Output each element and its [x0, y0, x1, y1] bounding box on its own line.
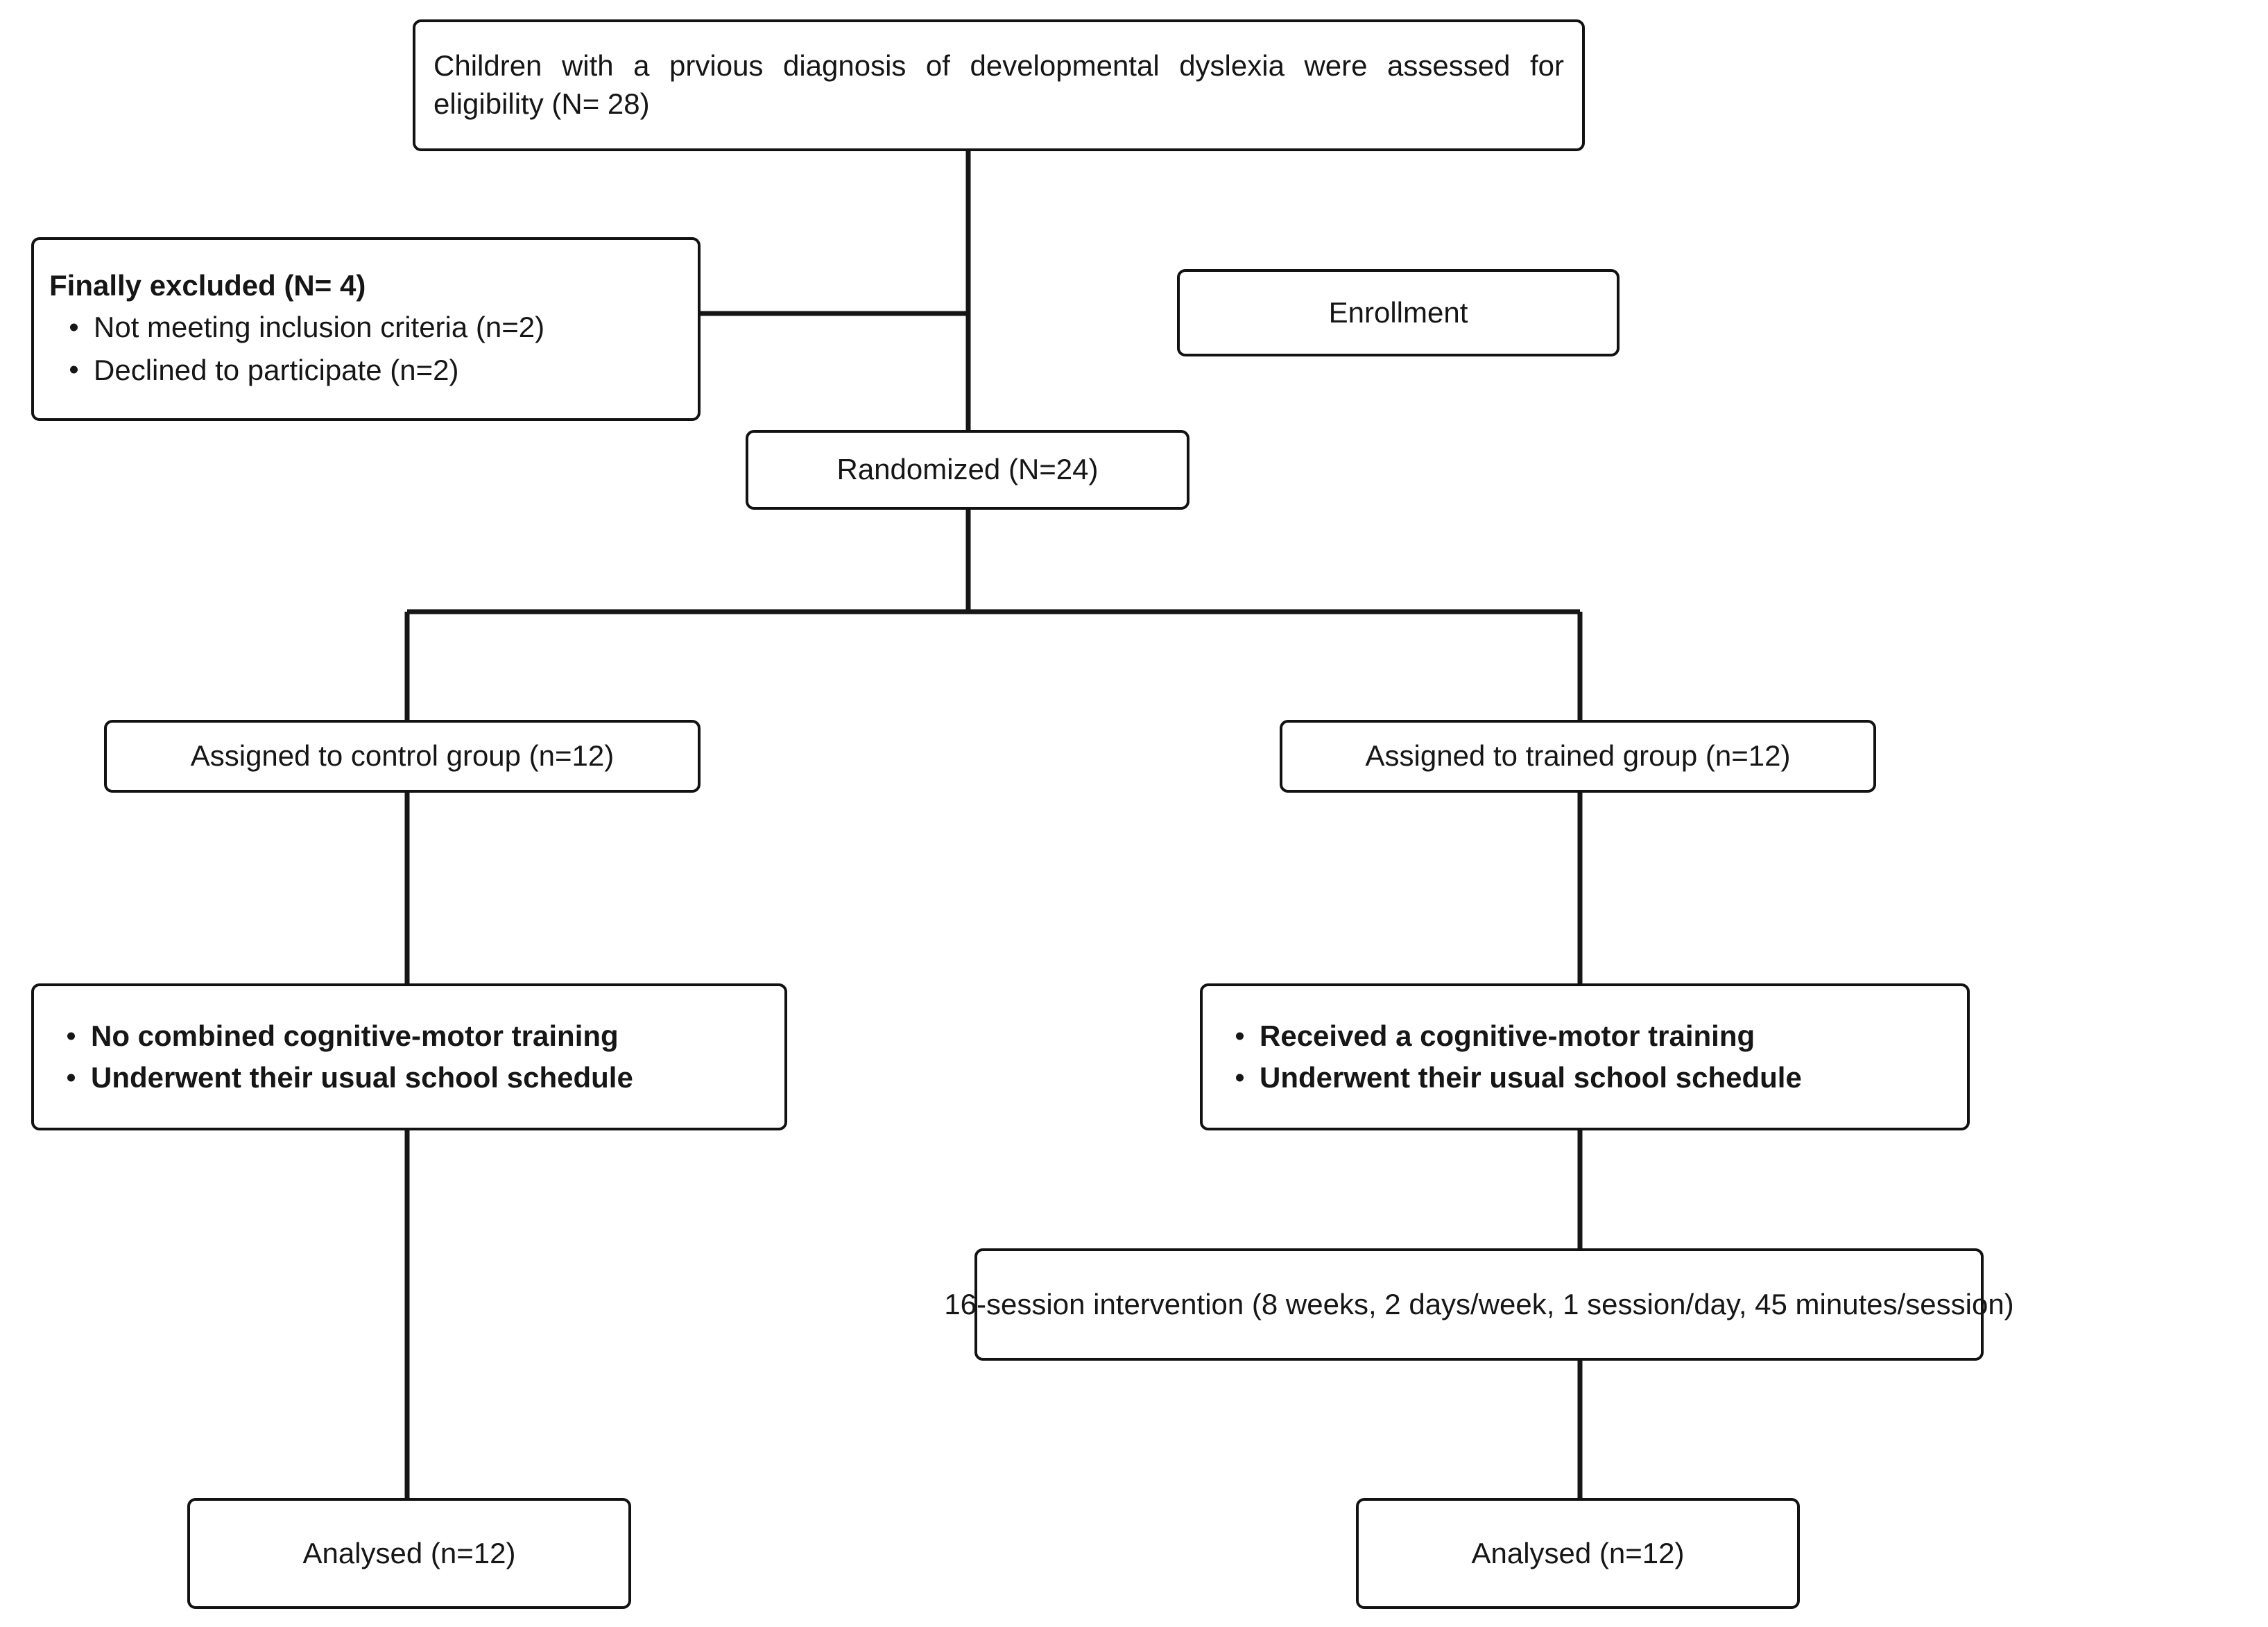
node-analysed-control-text: Analysed (n=12) — [302, 1536, 516, 1569]
list-item: No combined cognitive-motor training — [55, 1015, 771, 1057]
node-intervention-text: 16-session intervention (8 weeks, 2 days… — [944, 1287, 2014, 1320]
list-item: Not meeting inclusion criteria (n=2) — [60, 306, 698, 348]
node-assigned-trained-group: Assigned to trained group (n=12) — [1280, 720, 1876, 793]
node-assigned-trained-text: Assigned to trained group (n=12) — [1365, 739, 1791, 773]
node-enrollment-label: Enrollment — [1177, 269, 1620, 356]
excluded-reason-list: Not meeting inclusion criteria (n=2) Dec… — [34, 306, 698, 391]
control-arm-list: No combined cognitive-motor training Und… — [34, 1015, 784, 1098]
node-trained-arm-activities: Received a cognitive-motor training Unde… — [1200, 983, 1970, 1130]
node-eligibility-assessed: Children with a prvious diagnosis of dev… — [413, 19, 1585, 151]
node-analysed-trained: Analysed (n=12) — [1356, 1498, 1800, 1609]
list-item: Underwent their usual school schedule — [55, 1057, 771, 1099]
trained-arm-list: Received a cognitive-motor training Unde… — [1203, 1015, 1967, 1098]
node-randomized: Randomized (N=24) — [746, 430, 1189, 510]
node-randomized-text: Randomized (N=24) — [836, 453, 1099, 486]
list-item: Underwent their usual school schedule — [1223, 1057, 1953, 1099]
node-assigned-control-text: Assigned to control group (n=12) — [190, 739, 615, 773]
node-analysed-trained-text: Analysed (n=12) — [1471, 1536, 1685, 1569]
node-eligibility-text: Children with a prvious diagnosis of dev… — [433, 49, 1564, 120]
excluded-heading: Finally excluded (N= 4) — [49, 268, 366, 302]
list-item: Received a cognitive-motor training — [1223, 1015, 1953, 1057]
node-assigned-control-group: Assigned to control group (n=12) — [104, 720, 701, 793]
node-intervention-dosage: 16-session intervention (8 weeks, 2 days… — [944, 1248, 2014, 1361]
node-finally-excluded: Finally excluded (N= 4) Not meeting incl… — [31, 237, 701, 421]
node-analysed-control: Analysed (n=12) — [187, 1498, 631, 1609]
node-control-arm-activities: No combined cognitive-motor training Und… — [31, 983, 787, 1130]
enrollment-label-text: Enrollment — [1328, 295, 1468, 329]
list-item: Declined to participate (n=2) — [60, 349, 698, 391]
